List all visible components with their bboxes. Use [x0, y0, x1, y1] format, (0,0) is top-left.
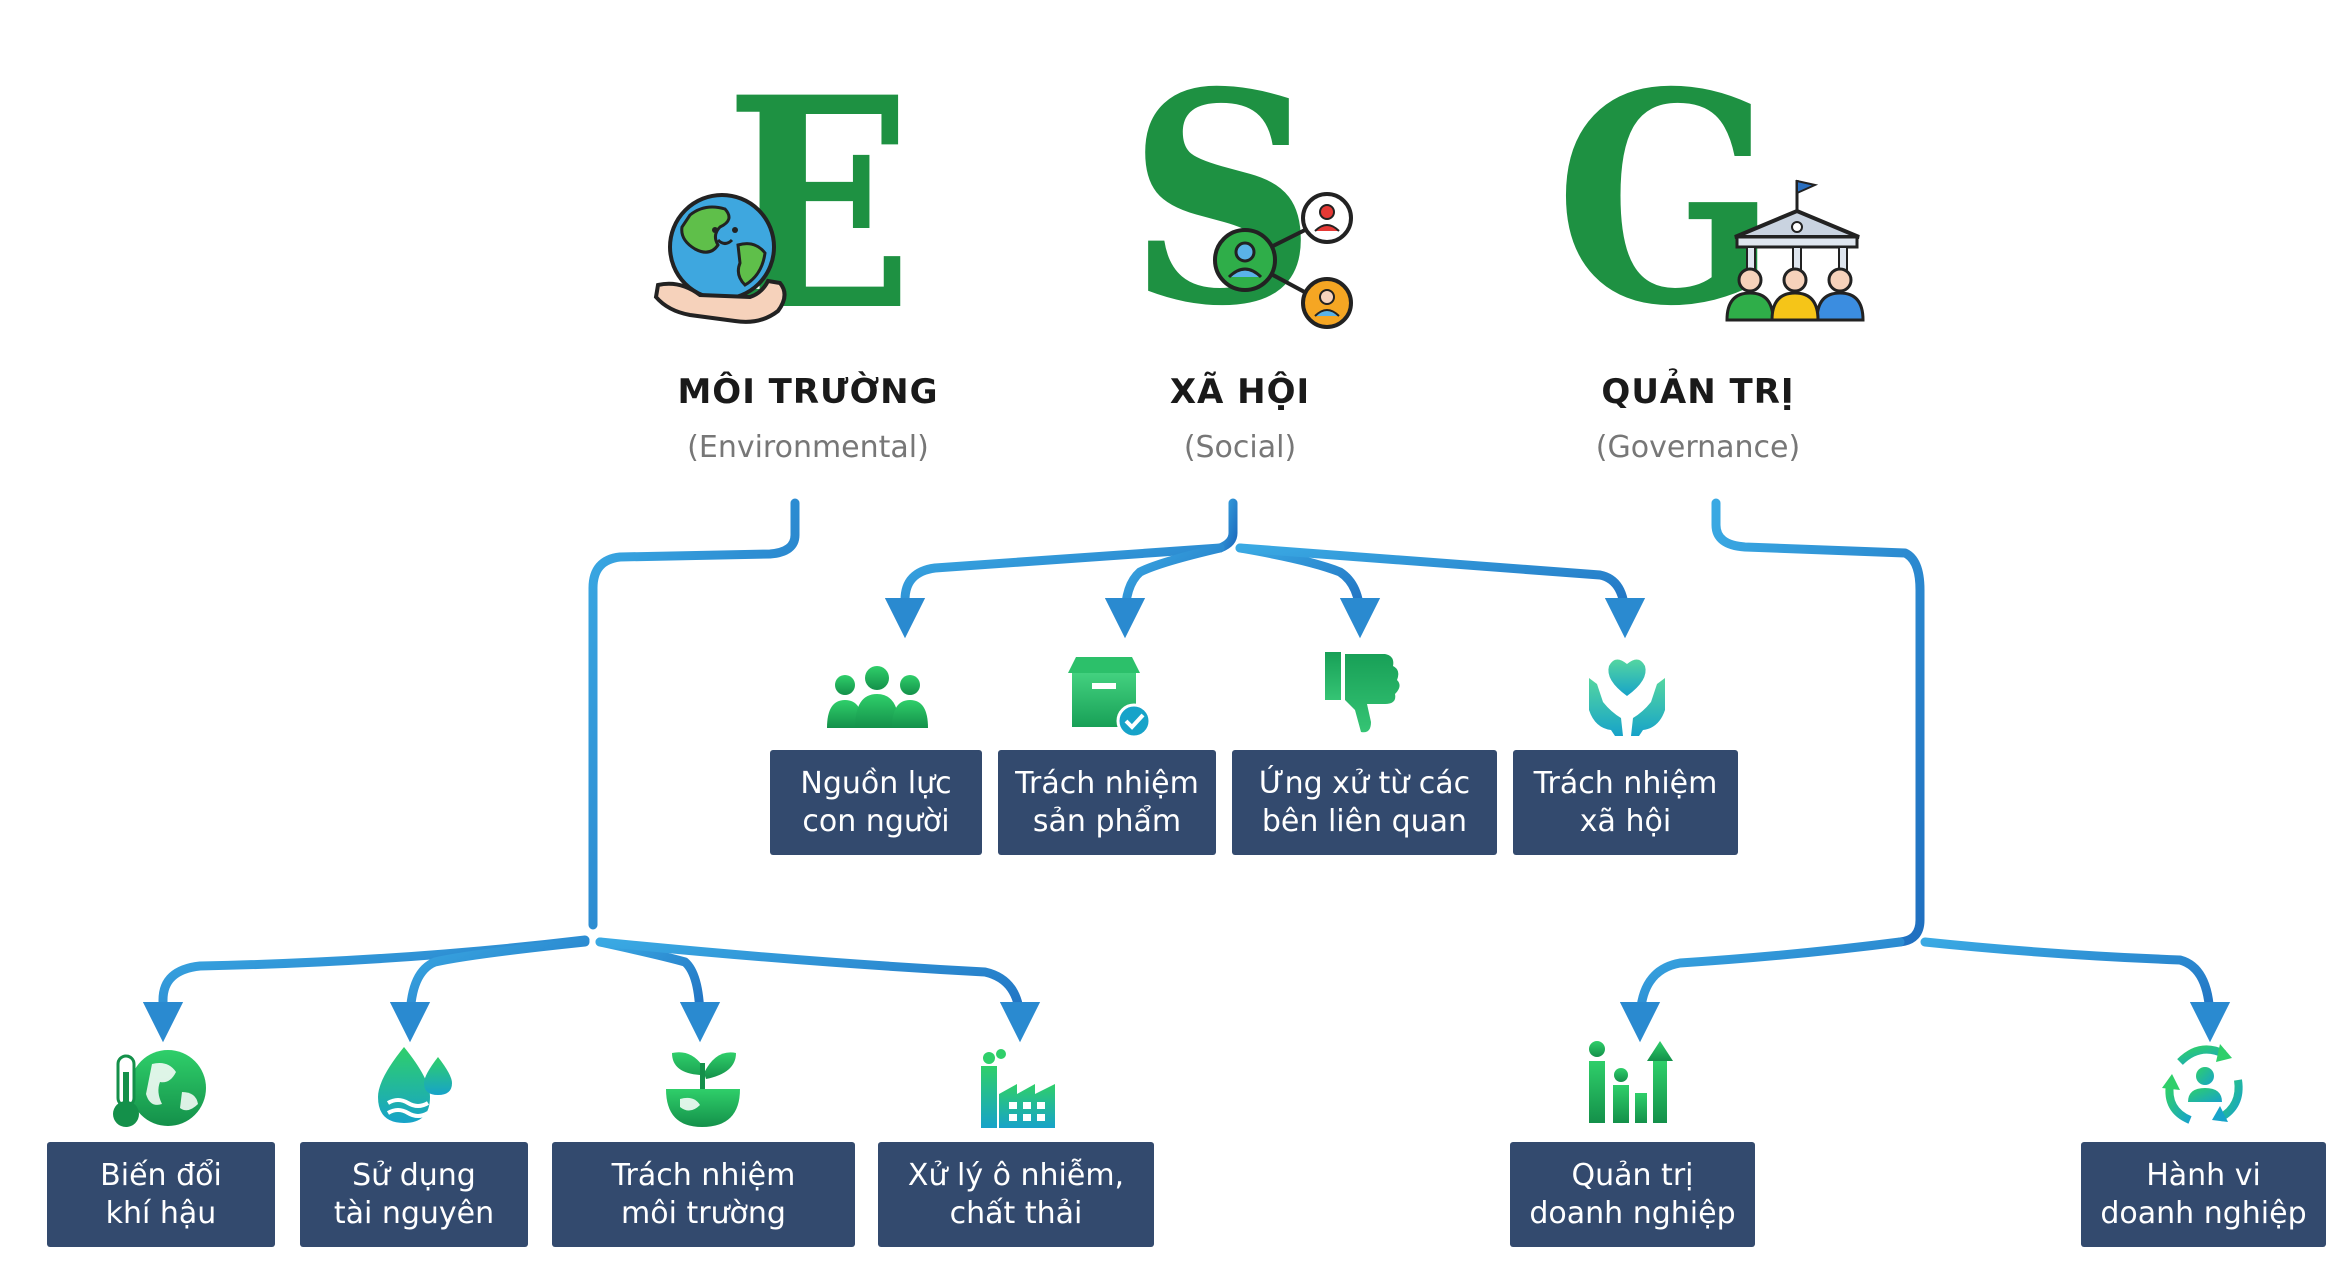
env-branch-2 [389, 937, 590, 1043]
social-box-2: Trách nhiệm sản phẩm [998, 750, 1216, 855]
people-group-icon [827, 666, 928, 728]
environmental-subtitle: (Environmental) [687, 430, 929, 465]
social-subtitle: (Social) [1183, 430, 1297, 465]
governance-subtitle: (Governance) [1595, 430, 1801, 465]
governance-title: QUẢN TRỊ [1601, 372, 1795, 412]
factory-icon [981, 1049, 1055, 1128]
social-network-icon [1213, 192, 1353, 329]
gov-box-1: Quản trị doanh nghiệp [1510, 1142, 1755, 1247]
gov-branch-2 [1920, 937, 2231, 1043]
government-people-icon [1725, 179, 1865, 322]
social-box-4: Trách nhiệm xã hội [1513, 750, 1738, 855]
environmental-title: MÔI TRƯỜNG [677, 372, 939, 412]
environmental-trunk [588, 498, 800, 930]
product-box-check-icon [1068, 657, 1152, 739]
env-box-3: Trách nhiệm môi trường [552, 1142, 855, 1247]
hands-heart-icon [1589, 659, 1665, 736]
thumbs-down-icon [1325, 652, 1400, 733]
social-box-3: Ứng xử từ các bên liên quan [1232, 750, 1497, 855]
env-branch-4 [595, 937, 1041, 1043]
globe-thermometer-icon [113, 1050, 206, 1127]
env-box-2: Sử dụng tài nguyên [300, 1142, 528, 1247]
gov-branch-1 [1619, 937, 1905, 1043]
social-branch-1 [884, 543, 1225, 639]
growth-chart-people-icon [1589, 1041, 1673, 1123]
social-trunk [1215, 498, 1238, 553]
env-box-1: Biến đổi khí hậu [47, 1142, 275, 1247]
sprout-earth-icon [666, 1052, 740, 1127]
social-title: XÃ HỘI [1169, 372, 1311, 412]
social-box-1: Nguồn lực con người [770, 750, 982, 855]
gov-box-2: Hành vi doanh nghiệp [2081, 1142, 2326, 1247]
letter-s: S [1128, 30, 1317, 370]
water-drops-icon [378, 1047, 452, 1123]
env-box-4: Xử lý ô nhiễm, chất thải [878, 1142, 1154, 1247]
person-cycle-icon [2162, 1044, 2243, 1124]
social-branch-4 [1235, 543, 1646, 639]
earth-in-hand-icon [653, 193, 787, 324]
governance-trunk [1711, 498, 1925, 947]
social-branch-2 [1104, 543, 1225, 639]
